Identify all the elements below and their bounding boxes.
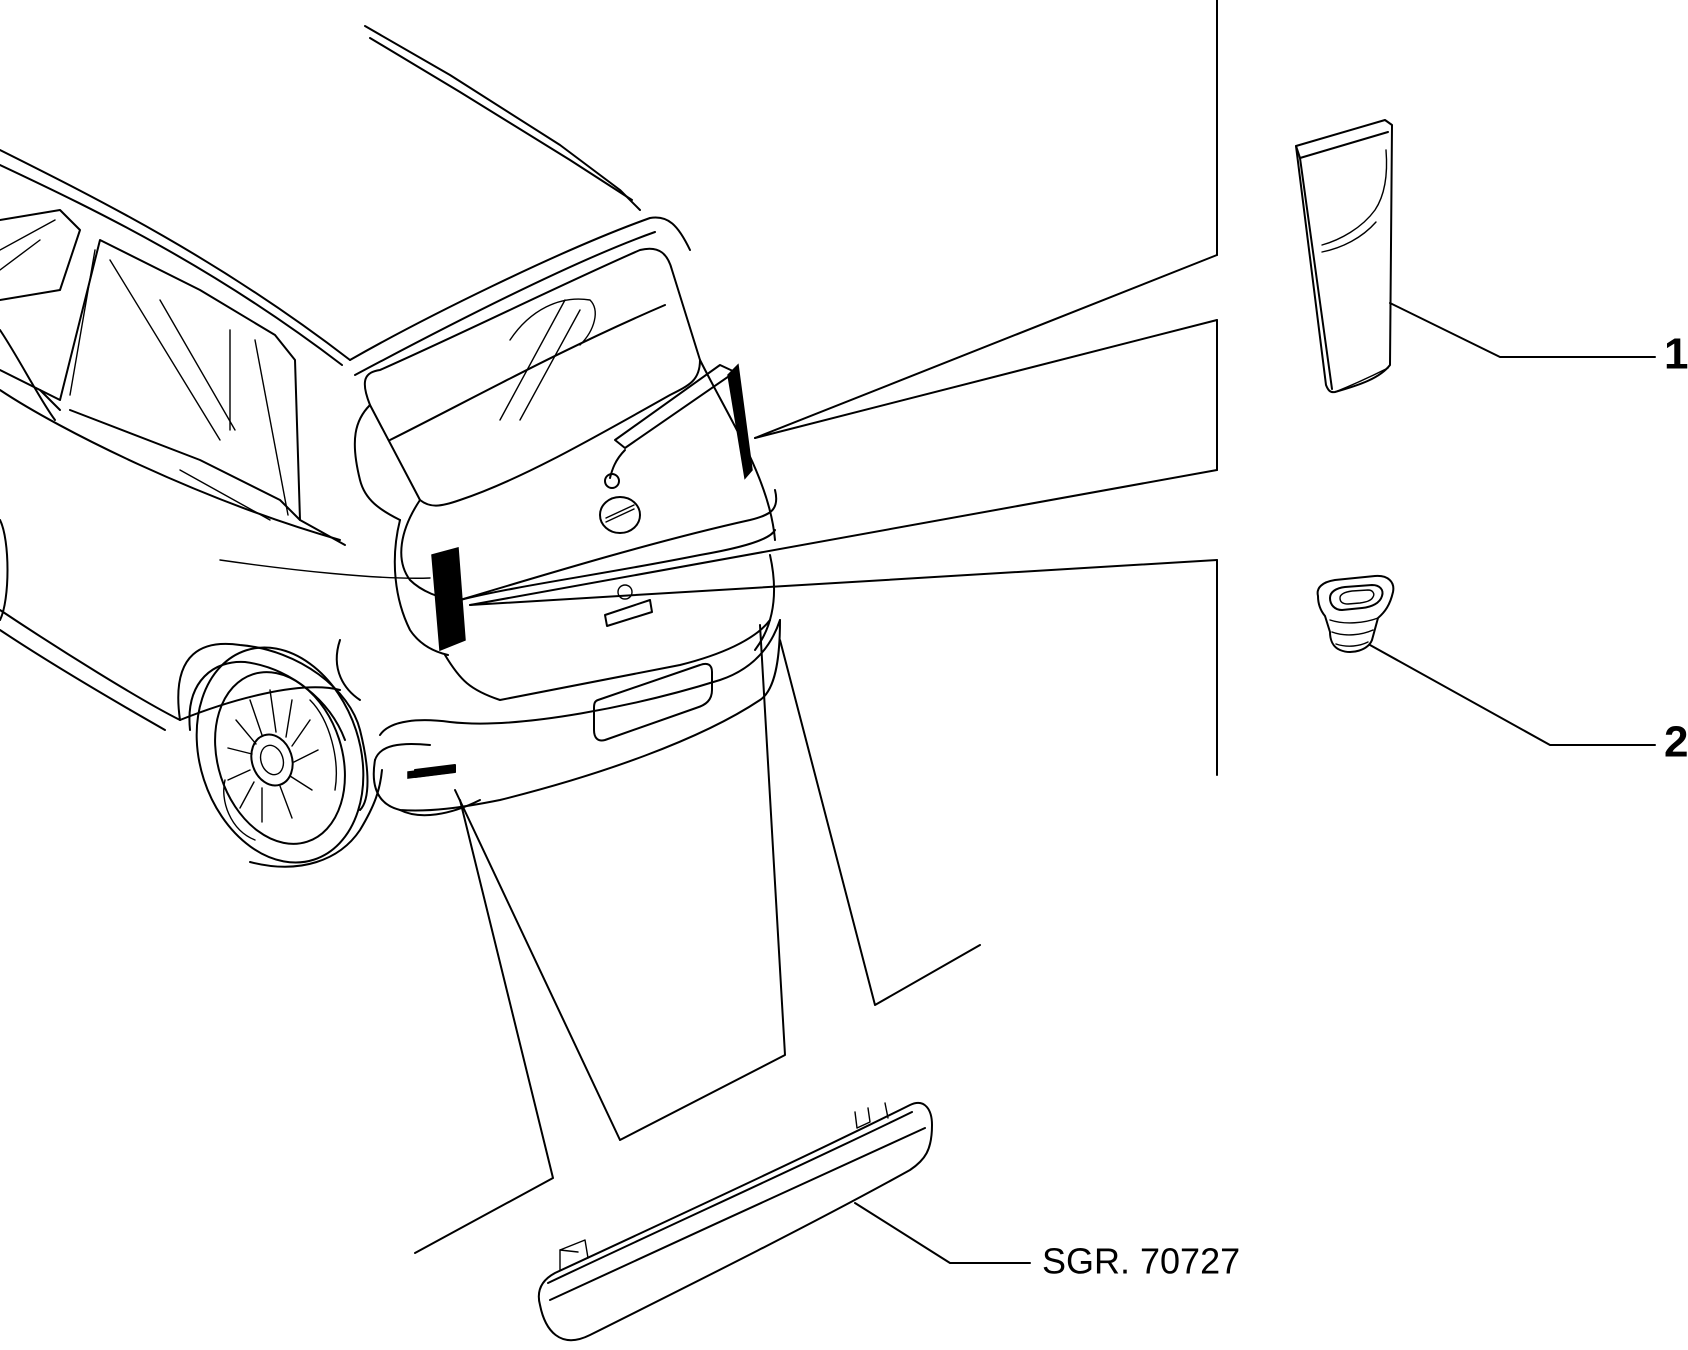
car-rear-view <box>0 25 781 868</box>
callout-labels: 1 2 SGR. 70727 <box>1042 330 1688 1282</box>
part-reflector-strip <box>537 1102 933 1342</box>
part-2-grommet <box>1316 574 1395 653</box>
leader-lines <box>414 0 1656 1264</box>
callout-1: 1 <box>1664 330 1688 379</box>
part-1-lamp-cover <box>1295 119 1393 394</box>
callout-2: 2 <box>1664 718 1688 767</box>
reference-label: SGR. 70727 <box>1042 1241 1240 1282</box>
